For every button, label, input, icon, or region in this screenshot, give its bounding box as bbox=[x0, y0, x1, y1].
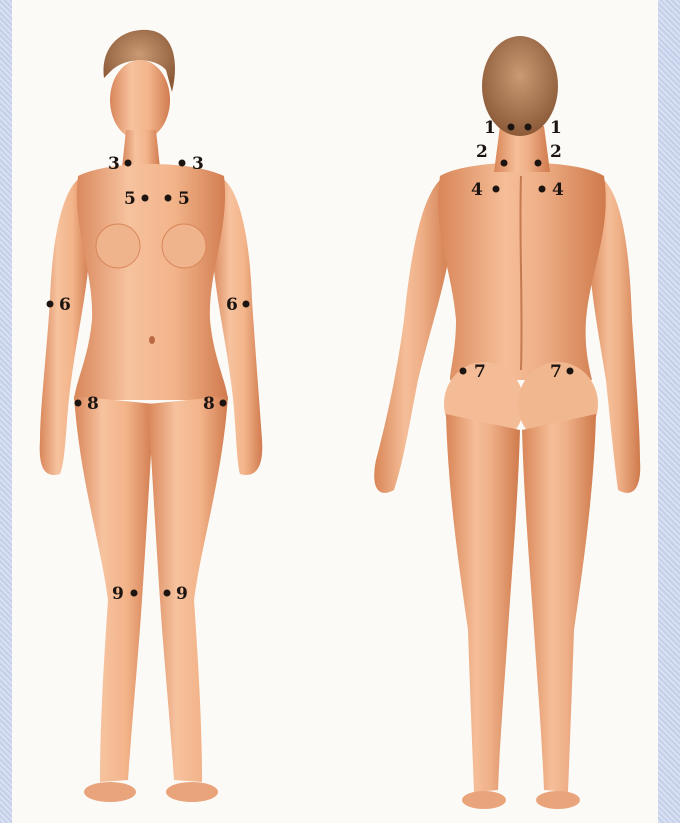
point-1-right-dot bbox=[525, 124, 532, 131]
front-figure bbox=[40, 30, 263, 802]
point-9-right-label: 9 bbox=[176, 584, 188, 604]
point-6-right-label: 6 bbox=[226, 295, 238, 315]
point-2-left-label: 2 bbox=[476, 142, 488, 162]
point-7-right-label: 7 bbox=[550, 362, 562, 382]
point-3-right-dot bbox=[179, 160, 186, 167]
point-7-left-dot bbox=[460, 368, 467, 375]
back-figure bbox=[374, 36, 640, 809]
back-left-leg bbox=[446, 414, 520, 792]
point-5-left-label: 5 bbox=[124, 189, 136, 209]
point-8-left-dot bbox=[75, 400, 82, 407]
point-1-left-dot bbox=[508, 124, 515, 131]
front-right-breast bbox=[162, 224, 206, 268]
front-left-breast bbox=[96, 224, 140, 268]
point-4-left-dot bbox=[493, 186, 500, 193]
point-9-right-dot bbox=[164, 590, 171, 597]
point-2-right-label: 2 bbox=[550, 142, 562, 162]
point-3-left-dot bbox=[125, 160, 132, 167]
back-right-foot bbox=[536, 791, 580, 809]
point-2-left-dot bbox=[501, 160, 508, 167]
back-left-foot bbox=[462, 791, 506, 809]
point-5-right-dot bbox=[165, 195, 172, 202]
point-3-right-label: 3 bbox=[192, 154, 204, 174]
front-torso bbox=[74, 164, 228, 400]
point-5-right-label: 5 bbox=[178, 189, 190, 209]
front-right-leg bbox=[148, 396, 228, 782]
point-4-right-dot bbox=[539, 186, 546, 193]
point-8-right-label: 8 bbox=[203, 394, 215, 414]
point-7-right-dot bbox=[567, 368, 574, 375]
point-1-right-label: 1 bbox=[550, 118, 562, 138]
point-9-left-dot bbox=[131, 590, 138, 597]
front-navel bbox=[149, 336, 155, 344]
point-4-left-label: 4 bbox=[471, 180, 483, 200]
point-6-right-dot bbox=[243, 301, 250, 308]
point-5-left-dot bbox=[142, 195, 149, 202]
point-4-right-label: 4 bbox=[552, 180, 564, 200]
point-9-left-label: 9 bbox=[112, 584, 124, 604]
back-right-leg bbox=[522, 414, 596, 792]
point-1-left-label: 1 bbox=[484, 118, 496, 138]
point-6-left-dot bbox=[47, 301, 54, 308]
point-8-left-label: 8 bbox=[87, 394, 99, 414]
point-8-right-dot bbox=[220, 400, 227, 407]
point-7-left-label: 7 bbox=[474, 362, 486, 382]
back-spine bbox=[520, 176, 521, 370]
point-2-right-dot bbox=[535, 160, 542, 167]
front-head bbox=[110, 60, 170, 140]
point-6-left-label: 6 bbox=[59, 295, 71, 315]
point-3-left-label: 3 bbox=[108, 154, 120, 174]
front-left-foot bbox=[84, 782, 136, 802]
front-right-foot bbox=[166, 782, 218, 802]
